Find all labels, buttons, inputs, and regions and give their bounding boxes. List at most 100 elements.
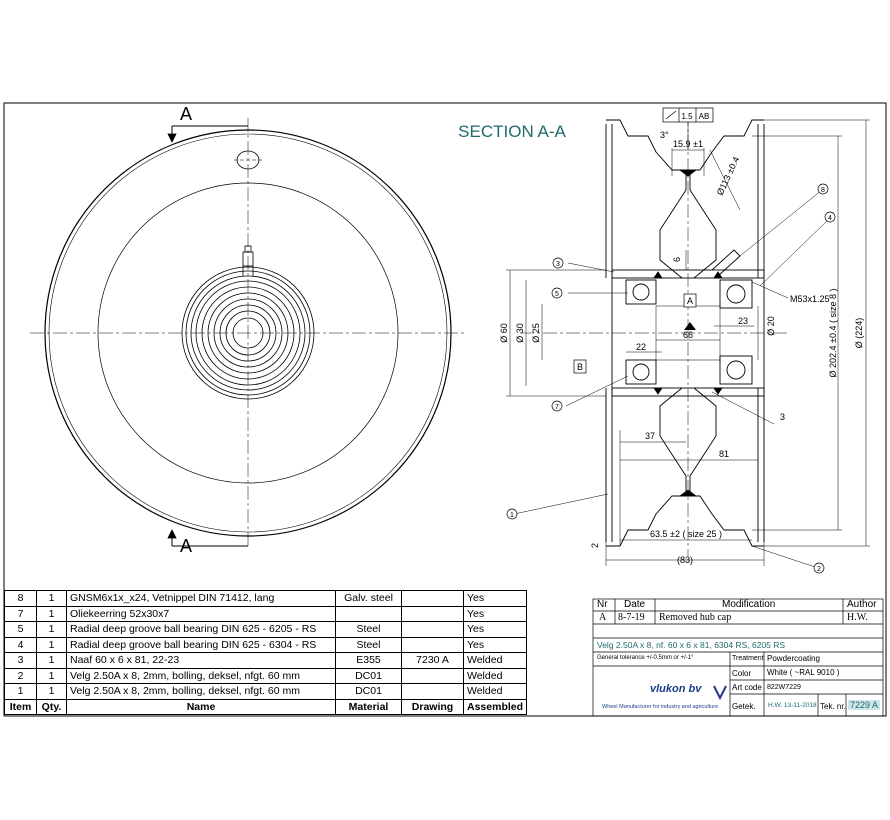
tekno-value: 7229 A [848, 700, 881, 710]
bom-cell: Welded [462, 683, 528, 700]
bom-cell: 1 [36, 590, 67, 607]
datum-b: B [573, 359, 587, 374]
bom-header-cell: Qty. [36, 698, 67, 715]
artcode-label: Art code [732, 683, 762, 692]
svg-text:5: 5 [555, 291, 559, 298]
svg-text:2: 2 [817, 566, 821, 573]
bom-cell: 2 [4, 667, 37, 684]
svg-text:7: 7 [555, 404, 559, 411]
bom-cell: 7 [4, 605, 37, 622]
bom-cell: Welded [462, 667, 528, 684]
datum-a: A [683, 293, 697, 330]
bom-cell: 1 [4, 683, 37, 700]
bom-header-cell: Drawing [401, 698, 464, 715]
rev-row-date: 8-7-19 [618, 612, 645, 623]
balloon-7: 7 [551, 400, 563, 412]
color-value: White ( ~RAL 9010 ) [767, 668, 840, 677]
dim-23: 23 [738, 316, 748, 326]
rev-header-nr: Nr [597, 599, 608, 610]
bom-cell: 1 [36, 605, 67, 622]
bom-cell: 5 [4, 621, 37, 638]
dim-2: 2 [590, 543, 600, 548]
bom-cell: 8 [4, 590, 37, 607]
drawn-label: Getek. [732, 702, 756, 711]
dim-angle-top: 3° [660, 130, 669, 140]
cut-marker-top: A [180, 104, 192, 124]
bom-cell: 7230 A [401, 652, 464, 669]
dim-d20: Ø 20 [766, 316, 776, 336]
section-view [520, 112, 790, 556]
drawing-frame [3, 102, 887, 717]
dim-rim-dia: Ø113 ±0.4 [715, 155, 742, 197]
dim-d25: Ø 25 [531, 323, 541, 343]
bom-cell: DC01 [335, 667, 402, 684]
dim-66: 66 [683, 330, 693, 340]
bom-cell: 1 [36, 667, 67, 684]
bom-cell [401, 683, 464, 700]
bom-cell: 3 [4, 652, 37, 669]
rev-header-author: Author [847, 599, 877, 610]
rev-row-mod: Removed hub cap [659, 612, 732, 623]
dimension-labels: 3° 15.9 ±1 Ø113 ±0.4 6 Ø 60 Ø 30 Ø 25 Ø … [499, 130, 864, 565]
bom-cell: 1 [36, 683, 67, 700]
rev-row-author: H.W. [847, 612, 868, 623]
svg-text:3: 3 [556, 261, 560, 268]
bom-cell: Steel [335, 621, 402, 638]
dim-six: 6 [672, 257, 682, 262]
dim-37: 37 [645, 431, 655, 441]
dimension-lines [506, 114, 870, 569]
bom-cell [401, 605, 464, 622]
svg-text:4: 4 [828, 215, 832, 222]
bom-header-cell: Item [4, 698, 37, 715]
artcode-value: 822W7229 [767, 684, 801, 691]
bom-cell: Yes [462, 621, 528, 638]
dim-22: 22 [636, 342, 646, 352]
bom-cell [401, 667, 464, 684]
title-description: Velg 2.50A x 8, nf. 60 x 6 x 81, 6304 RS… [597, 640, 786, 650]
bom-cell: Velg 2.50A x 8, 2mm, bolling, deksel, nf… [66, 683, 336, 700]
gtol-datum: AB [699, 112, 710, 121]
dim-83: (83) [677, 555, 693, 565]
bom-cell: Naaf 60 x 6 x 81, 22-23 [66, 652, 336, 669]
rev-row-nr: A [599, 612, 607, 623]
geometric-tolerance-frame: 1.5 AB [662, 107, 714, 123]
svg-text:1: 1 [510, 512, 514, 519]
rev-header-date: Date [624, 599, 646, 610]
bom-cell: Oliekeerring 52x30x7 [66, 605, 336, 622]
bom-header-cell: Assembled [462, 698, 528, 715]
bom-cell: GNSM6x1x_x24, Vetnippel DIN 71412, lang [66, 590, 336, 607]
bom-header-cell: Name [66, 698, 336, 715]
svg-text:A: A [687, 296, 693, 306]
bom-cell: E355 [335, 652, 402, 669]
bom-cell: 1 [36, 652, 67, 669]
bom-cell: Velg 2.50A x 8, 2mm, bolling, deksel, nf… [66, 667, 336, 684]
bom-cell: Welded [462, 652, 528, 669]
bom-cell: DC01 [335, 683, 402, 700]
treatment-label: Treatment [732, 655, 764, 662]
svg-text:B: B [577, 362, 583, 372]
bom-cell: Galv. steel [335, 590, 402, 607]
dim-rim-width: 15.9 ±1 [673, 139, 703, 149]
color-label: Color [732, 669, 752, 678]
bom-cell: Radial deep groove ball bearing DIN 625 … [66, 636, 336, 653]
drawn-value: H.W. 13-11-2018 [768, 702, 817, 709]
dim-3: 3 [780, 412, 785, 422]
bom-cell: Yes [462, 605, 528, 622]
treatment-value: Powdercoating [767, 654, 820, 663]
bom-cell: 4 [4, 636, 37, 653]
svg-text:8: 8 [821, 187, 825, 194]
bom-cell: Steel [335, 636, 402, 653]
dim-thread: M53x1.25 [790, 294, 830, 304]
bom-cell [401, 636, 464, 653]
bom-cell: 1 [36, 636, 67, 653]
dim-d224: Ø (224) [854, 318, 864, 349]
dim-635: 63.5 ±2 ( size 25 ) [650, 529, 722, 539]
company-logo: vlukon bv [650, 683, 702, 695]
